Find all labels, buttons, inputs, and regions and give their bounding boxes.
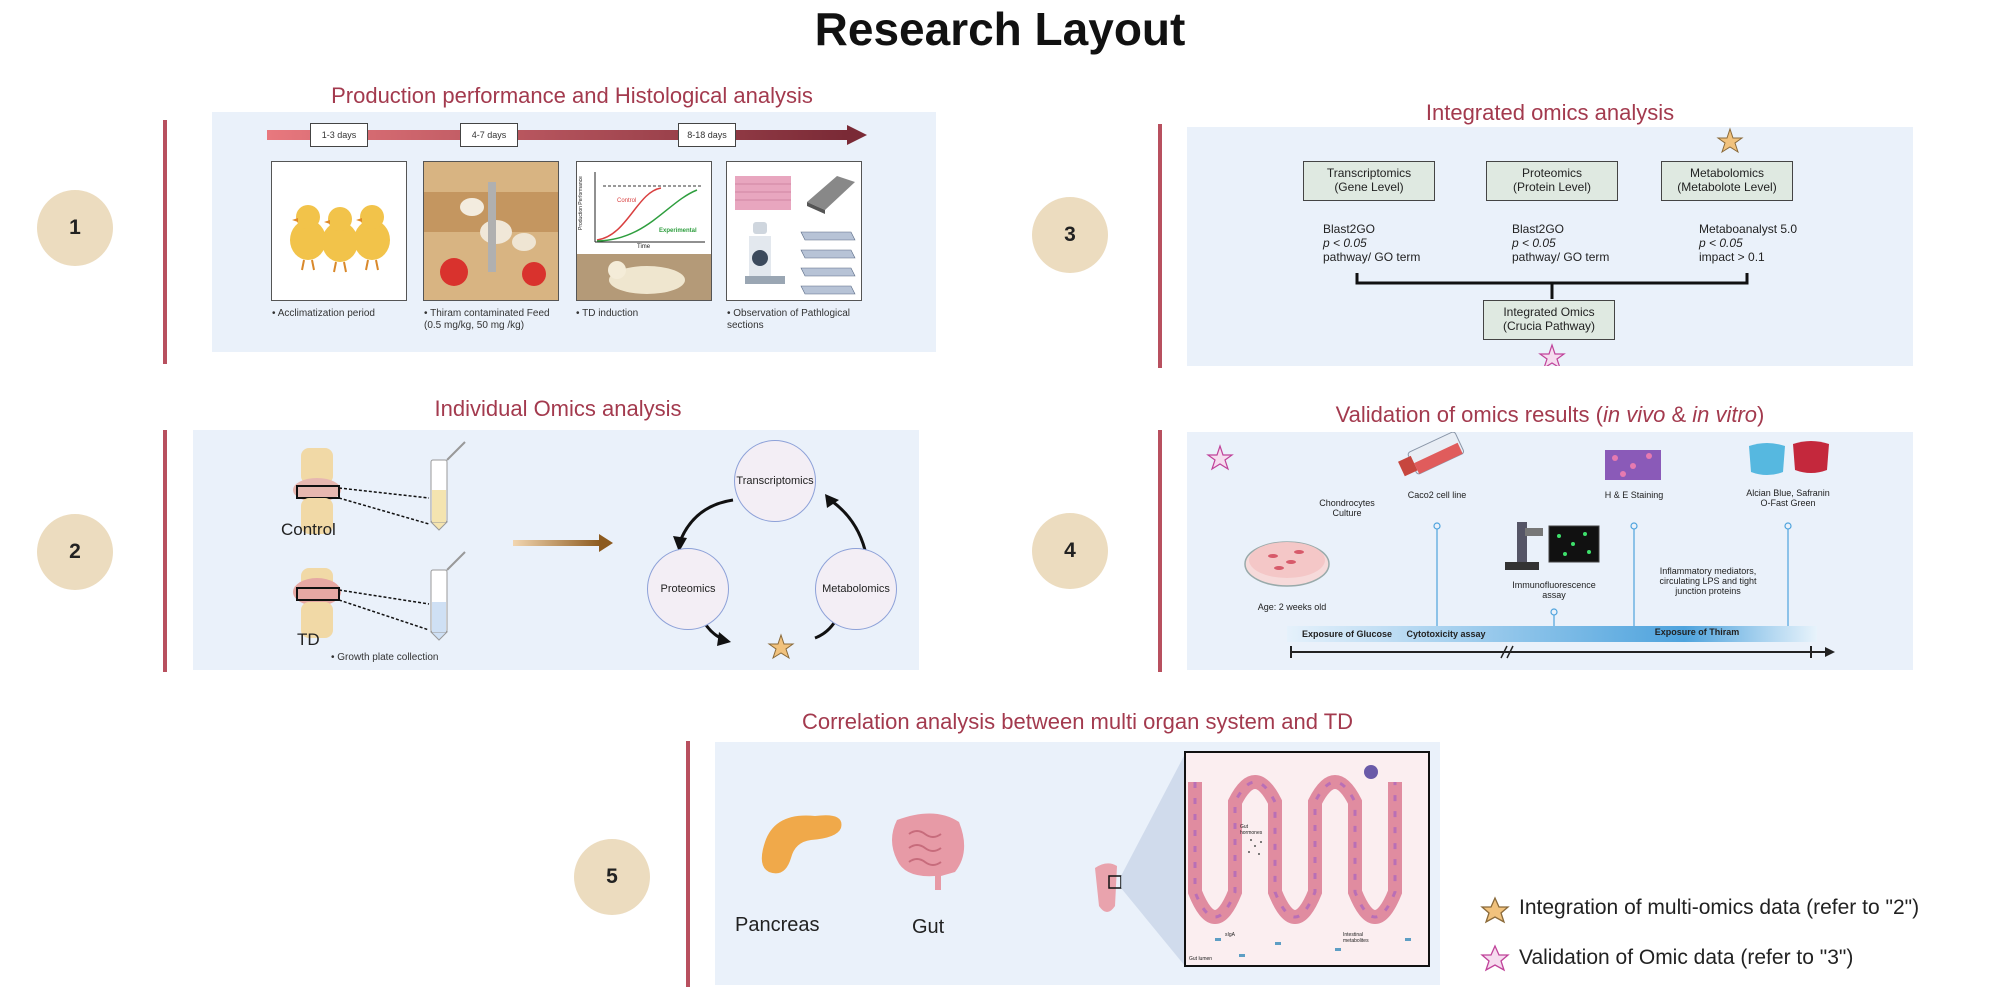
transcriptomics-name: Transcriptomics	[1326, 166, 1412, 180]
integrated-name: Integrated Omics	[1503, 305, 1595, 319]
caption-growth-plate: • Growth plate collection	[331, 652, 439, 663]
feed-image	[423, 161, 559, 301]
pathology-image	[726, 161, 862, 301]
section-1-number: 1	[37, 190, 113, 266]
siga-label: sIgA	[1225, 932, 1236, 938]
chart-y-label: Production Performance	[578, 176, 584, 230]
alcian-label: Alcian Blue, Safranin O-Fast Green	[1746, 488, 1830, 508]
cycle-metabolomics: Metabolomics	[815, 548, 897, 630]
metabolomics-level: (Metabolote Level)	[1677, 180, 1777, 194]
thiram-exposure-label: Exposure of Thiram	[1654, 627, 1740, 637]
metabolomics-box: Metabolomics (Metabolote Level)	[1661, 161, 1793, 201]
legend-validation: Validation of Omic data (refer to "3")	[1519, 946, 1854, 969]
title-part: &	[1665, 402, 1693, 427]
param-text: p < 0.05	[1699, 236, 1743, 250]
param-text: pathway/ GO term	[1323, 250, 1421, 264]
chart-control-label: Control	[617, 198, 637, 204]
intestinal-metabolites-label: Intestinal metabolites	[1343, 932, 1369, 944]
caption-thiram-feed: • Thiram contaminated Feed (0.5 mg/kg, 5…	[424, 308, 550, 331]
caco2-label: Caco2 cell line	[1407, 490, 1467, 500]
timeline-label-1: 1-3 days	[310, 123, 368, 147]
gut-lumen-label: Gut lumen	[1189, 956, 1213, 962]
section-5-graphics	[761, 751, 1430, 967]
title-part: )	[1757, 402, 1765, 427]
pancreas-label: Pancreas	[735, 914, 820, 936]
proteomics-name: Proteomics	[1521, 166, 1583, 180]
immunofluorescence-label: Immunofluorescence assay	[1512, 580, 1596, 600]
section-5-bar	[686, 741, 690, 987]
gut-label: Gut	[912, 916, 945, 938]
proteomics-box: Proteomics (Protein Level)	[1486, 161, 1618, 201]
timeline-label-3: 8-18 days	[678, 123, 736, 147]
proteomics-params: Blast2GO p < 0.05 pathway/ GO term	[1512, 222, 1609, 264]
section-2-panel: Control TD • Growth plate collection Tra…	[193, 430, 919, 670]
section-5-title: Correlation analysis between multi organ…	[801, 709, 1354, 734]
he-staining-label: H & E Staining	[1604, 490, 1664, 500]
section-4-title: Validation of omics results (in vivo & i…	[1187, 402, 1913, 428]
metabolomics-params: Metaboanalyst 5.0 p < 0.05 impact > 0.1	[1699, 222, 1797, 264]
section-5-panel: Pancreas Gut Gut hormones Intestinal met…	[715, 742, 1440, 985]
section-3-title: Integrated omics analysis	[1425, 100, 1675, 125]
legend-integration: Integration of multi-omics data (refer t…	[1519, 896, 1920, 919]
glucose-exposure-label: Exposure of Glucose	[1301, 629, 1393, 639]
section-2-bar	[163, 430, 167, 672]
param-text: impact > 0.1	[1699, 250, 1765, 264]
transcriptomics-params: Blast2GO p < 0.05 pathway/ GO term	[1323, 222, 1420, 264]
transcriptomics-box: Transcriptomics (Gene Level)	[1303, 161, 1435, 201]
chondrocytes-label: Chondrocytes Culture	[1319, 498, 1375, 518]
metabolomics-name: Metabolomics	[1689, 166, 1765, 180]
section-4-panel: Chondrocytes Culture Caco2 cell line H &…	[1187, 432, 1913, 670]
integrated-level: (Crucia Pathway)	[1502, 319, 1596, 333]
section-4-number: 4	[1032, 513, 1108, 589]
title-part: in vitro	[1692, 402, 1758, 427]
chicks-image	[271, 161, 407, 301]
param-text: pathway/ GO term	[1512, 250, 1610, 264]
section-3-graphics	[1355, 127, 1749, 366]
proteomics-level: (Protein Level)	[1512, 180, 1592, 194]
page-title: Research Layout	[814, 3, 1186, 55]
caption-acclimatization: • Acclimatization period	[272, 308, 375, 319]
pink-star-icon	[1480, 944, 1510, 972]
inflammatory-label: Inflammatory mediators, circulating LPS …	[1659, 566, 1757, 596]
title-part: Validation of omics results (	[1335, 402, 1603, 427]
section-3-number: 3	[1032, 197, 1108, 273]
section-2-number: 2	[37, 514, 113, 590]
section-4-graphics	[1206, 432, 1835, 659]
age-label: Age: 2 weeks old	[1257, 602, 1327, 612]
param-text: p < 0.05	[1512, 236, 1556, 250]
section-1-title: Production performance and Histological …	[331, 83, 813, 108]
td-induction-image: Production Performance Time Control Expe…	[576, 161, 712, 301]
section-1-bar	[163, 120, 167, 364]
section-3-bar	[1158, 124, 1162, 368]
param-text: Blast2GO	[1323, 222, 1376, 236]
title-part: in vivo	[1602, 402, 1666, 427]
gold-star-icon	[1480, 896, 1510, 924]
control-label: Control	[281, 520, 336, 539]
integrated-omics-box: Integrated Omics (Crucia Pathway)	[1483, 300, 1615, 340]
caption-pathology: • Observation of Pathlogical sections	[727, 308, 851, 331]
gut-hormones-label: Gut hormones	[1240, 824, 1263, 836]
cytotoxicity-label: Cytotoxicity assay	[1406, 629, 1486, 639]
param-text: Metaboanalyst 5.0	[1699, 222, 1798, 236]
cycle-proteomics: Proteomics	[647, 548, 729, 630]
section-3-panel: Transcriptomics (Gene Level) Proteomics …	[1187, 127, 1913, 366]
td-label: TD	[297, 630, 320, 649]
timeline-label-2: 4-7 days	[460, 123, 518, 147]
section-4-bar	[1158, 430, 1162, 672]
param-text: p < 0.05	[1323, 236, 1367, 250]
chart-x-label: Time	[637, 244, 651, 250]
timeline-arrow	[267, 125, 867, 145]
section-5-number: 5	[574, 839, 650, 915]
caption-td-induction: • TD induction	[576, 308, 639, 319]
transcriptomics-level: (Gene Level)	[1334, 180, 1404, 194]
cycle-transcriptomics: Transcriptomics	[734, 440, 816, 522]
section-2-graphics	[293, 441, 867, 660]
chart-experimental-label: Experimental	[659, 228, 697, 234]
param-text: Blast2GO	[1512, 222, 1565, 236]
section-1-panel: 1-3 days 4-7 days 8-18 days	[212, 112, 936, 352]
section-2-title: Individual Omics analysis	[434, 396, 682, 421]
